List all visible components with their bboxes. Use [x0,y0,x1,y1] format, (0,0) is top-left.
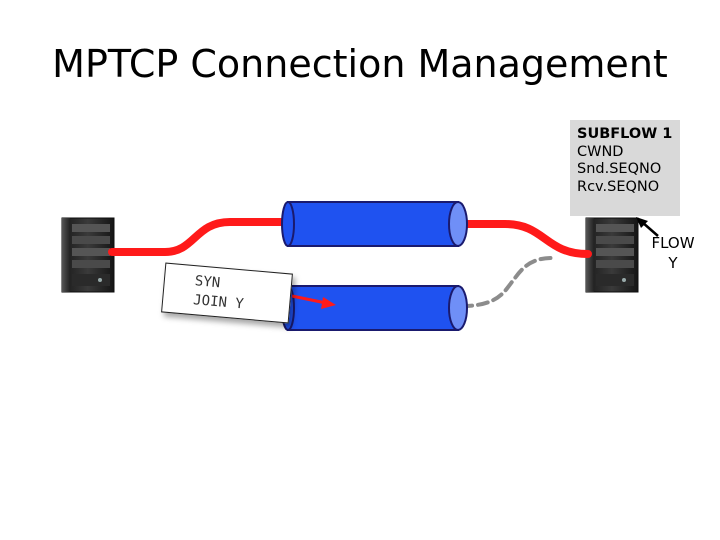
flow-label-line1: FLOW [651,234,695,252]
new-subflow-pipe [281,285,468,331]
flow-pointer-arrow [636,217,659,237]
subflow-1-link-left [108,218,294,256]
subflow-state-header: SUBFLOW 1 [577,126,673,142]
subflow-state-box: SUBFLOW 1 CWND Snd.SEQNO Rcv.SEQNO [570,120,680,216]
slide-title: MPTCP Connection Management [52,42,668,86]
server-icon [585,217,639,293]
subflow-1-pipe [281,201,468,247]
subflow-1-link-right [458,220,592,258]
pending-subflow-link [460,256,554,308]
syn-direction-arrow [291,294,336,309]
subflow-state-field: CWND [577,143,624,160]
subflow-state-field: Rcv.SEQNO [577,178,660,195]
server-icon [61,217,115,293]
flow-y-label: FLOW Y [638,233,708,273]
subflow-state-field: Snd.SEQNO [577,161,662,177]
flow-label-line2: Y [668,254,678,272]
